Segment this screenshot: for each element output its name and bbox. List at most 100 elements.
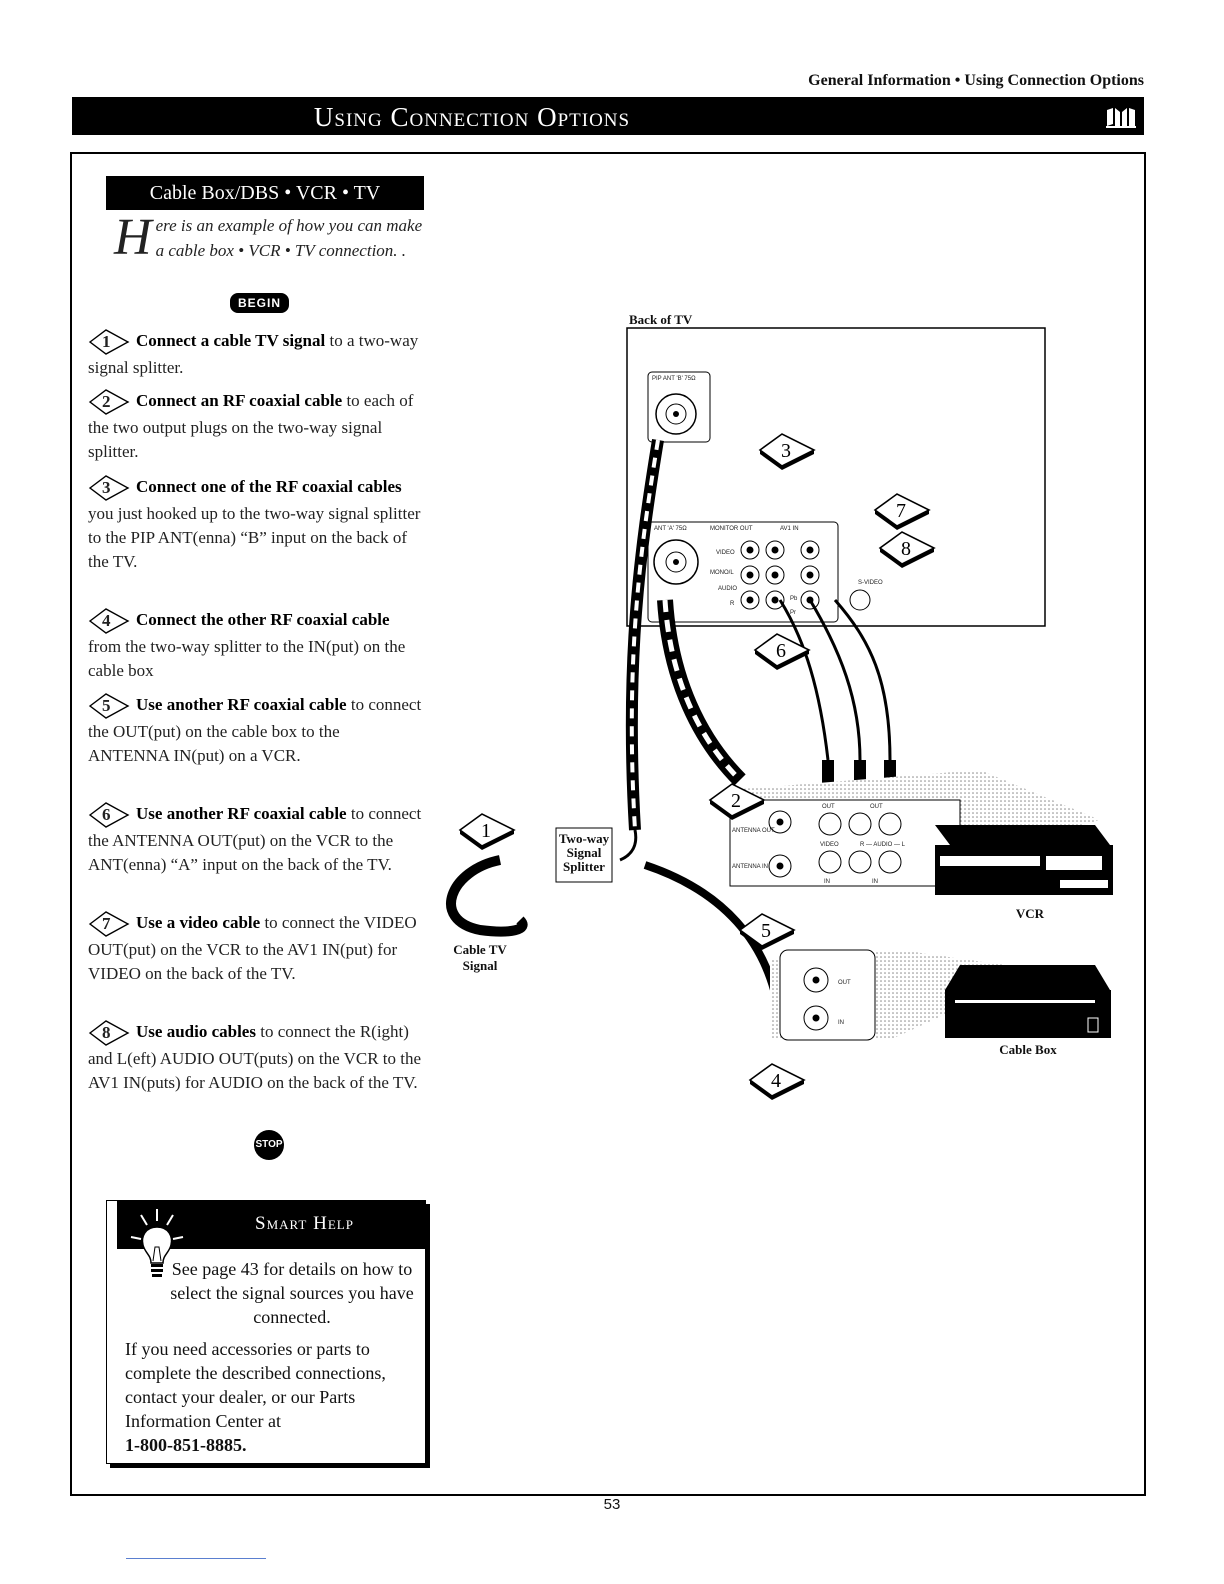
ant-a-label: ANT 'A' 75Ω [654,526,687,532]
splitter-label-line3: Splitter [563,859,605,874]
step-number-badge: 7 [88,910,132,938]
book-icon [1104,104,1138,130]
smart-help-para2: If you need accessories or parts to comp… [125,1337,421,1457]
step-text: to connect the OUT(put) on the cable box… [88,694,422,765]
vcr-unit [935,825,1113,895]
smart-help-box: Smart Help See page 43 for details on ho… [106,1200,426,1464]
callout-arrows: 1 2 3 4 5 6 7 8 [458,433,936,1100]
cable-box-unit [945,965,1111,1038]
back-of-tv-label: Back of TV [629,312,693,327]
monitor-out-label: MONITOR OUT [710,526,753,532]
callout-number: 3 [781,440,791,462]
callout-arrow-2: 2 [708,783,766,820]
step-number-badge: 3 [88,474,132,502]
title-bar: Using Connection Options [72,97,1144,135]
vcr-audio-label: R — AUDIO — L [860,842,906,848]
cable-tv-signal-label-line1: Cable TV [453,942,507,957]
callout-number: 7 [896,500,906,522]
lightbulb-icon [130,1209,184,1277]
video-jack-label: VIDEO [716,550,735,556]
step-number-badge: 5 [88,692,132,720]
step-heading: Connect the other RF coaxial cable [136,609,390,629]
step-number: 1 [102,332,111,351]
callout-number: 2 [731,790,741,812]
tv-back-panel [626,327,1046,627]
vcr-out-label-2: OUT [870,804,883,810]
step-text: to connect the VIDEO OUT(put) on the VCR… [88,912,417,983]
smart-help-title: Smart Help [255,1213,354,1234]
callout-number: 8 [901,538,911,560]
step-text: to connect the R(ight) and L(eft) AUDIO … [88,1021,422,1092]
pip-ant-label: PIP ANT 'B' 75Ω [652,376,696,382]
content-frame [70,152,1146,1496]
pr-label: Pr [790,610,796,616]
callout-arrow-5: 5 [738,913,796,950]
av1-in-label: AV1 IN [780,526,799,532]
cable-box-jack-panel [779,949,876,1041]
smart-help-para1: See page 43 for details on how to select… [170,1259,414,1327]
step-4: 4 Connect the other RF coaxial cable from… [88,607,424,683]
vcr-jacks [768,810,902,878]
callout-arrow-6: 6 [753,633,811,670]
vcr-jack-panel [729,799,961,887]
callout-number: 6 [776,640,786,662]
pip-ant-jack-panel [647,371,711,443]
section-subtitle: Cable Box/DBS • VCR • TV [106,176,424,210]
callout-arrow-7: 7 [873,493,931,530]
step-number-badge: 4 [88,607,132,635]
step-number-badge: 1 [88,328,132,356]
callout-arrow-3: 3 [758,433,816,470]
step-6: 6 Use another RF coaxial cable to connect… [88,801,424,877]
step-text: to each of the two output plugs on the t… [88,390,414,461]
callout-number: 4 [771,1070,781,1092]
ant-a-jack [653,539,699,585]
cable-box-label: Cable Box [999,1042,1057,1057]
antenna-in-label: ANTENNA IN [732,864,768,870]
audio-label: AUDIO [718,586,737,592]
step-heading: Use a video cable [136,912,261,932]
step-5: 5 Use another RF coaxial cable to connect… [88,692,424,768]
callout-number: 1 [481,820,491,842]
step-text: to connect the ANTENNA OUT(put) on the V… [88,803,422,874]
step-text: you just hooked up to the two-way signal… [88,504,421,571]
mono-l-label: MONO/L [710,570,734,576]
step-number-badge: 8 [88,1019,132,1047]
antenna-out-label: ANTENNA OUT [732,828,775,834]
parts-phone-number: 1-800-851-8885. [125,1435,247,1455]
step-number: 6 [102,805,111,824]
callout-number: 5 [761,920,771,942]
intro-dropcap: H [114,209,152,266]
pip-ant-jack [655,393,697,435]
step-number: 8 [102,1023,111,1042]
pb-label: Pb [790,596,798,602]
step-number: 7 [102,914,111,933]
callout-arrow-8: 8 [878,531,936,568]
vcr-in-label-2: IN [872,879,878,885]
step-text: from the two-way splitter to the IN(put)… [88,637,406,680]
intro-body: ere is an example of how you can make a … [155,216,423,260]
two-way-splitter [555,827,613,883]
step-text: to a two-way signal splitter. [88,330,419,377]
vcr-label: VCR [1016,906,1045,921]
cable-box-out-label: OUT [838,980,851,986]
connection-diagram: Back of TV PIP ANT 'B' 75Ω ANT 'A' 75Ω M… [446,312,1113,1100]
step-number: 5 [102,696,111,715]
page-number: 53 [603,1496,621,1513]
step-number: 4 [102,611,111,630]
step-heading: Use another RF coaxial cable [136,803,347,823]
av-jack-panel [647,521,839,623]
step-7: 7 Use a video cable to connect the VIDEO … [88,910,424,986]
smart-help-para2-text: If you need accessories or parts to comp… [125,1339,386,1431]
stop-sign-icon: STOP [254,1130,284,1160]
cable-tv-signal-label-line2: Signal [463,958,498,973]
cable-tv-signal-cable [446,855,528,937]
header-breadcrumb: General Information • Using Connection O… [808,72,1144,89]
step-number-badge: 2 [88,388,132,416]
rca-jack-grid [740,540,871,611]
step-heading: Use another RF coaxial cable [136,694,347,714]
